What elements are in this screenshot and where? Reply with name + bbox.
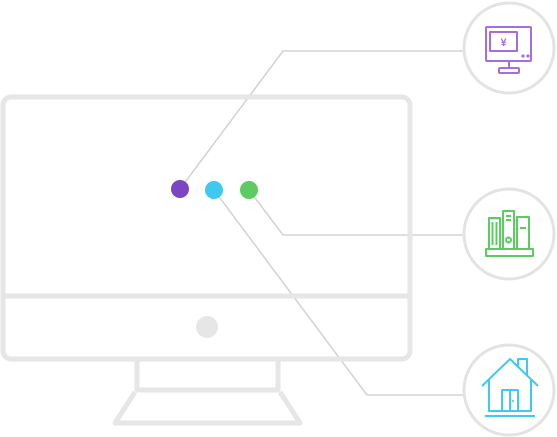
payment-terminal-node[interactable]: ¥ xyxy=(462,1,556,95)
books-icon xyxy=(485,210,534,257)
books-node[interactable] xyxy=(462,187,556,281)
connector-cyan-to-house xyxy=(213,189,470,396)
house-icon xyxy=(481,358,539,417)
dot-green[interactable] xyxy=(240,181,258,199)
dot-cyan[interactable] xyxy=(205,181,223,199)
house-node[interactable] xyxy=(462,343,556,437)
monitor-stand-base xyxy=(112,390,303,426)
yen-glyph: ¥ xyxy=(500,37,507,49)
monitor-illustration xyxy=(0,94,413,426)
monitor-neck xyxy=(134,359,281,393)
dot-purple[interactable] xyxy=(171,180,189,198)
icon-ring xyxy=(462,187,556,281)
power-button xyxy=(196,316,218,338)
connector-purple-to-payment xyxy=(179,50,470,190)
connector-green-to-books xyxy=(248,189,470,236)
payment-terminal-icon: ¥ xyxy=(485,26,532,74)
icon-ring xyxy=(462,1,556,95)
monitor-screen-frame xyxy=(0,94,413,362)
